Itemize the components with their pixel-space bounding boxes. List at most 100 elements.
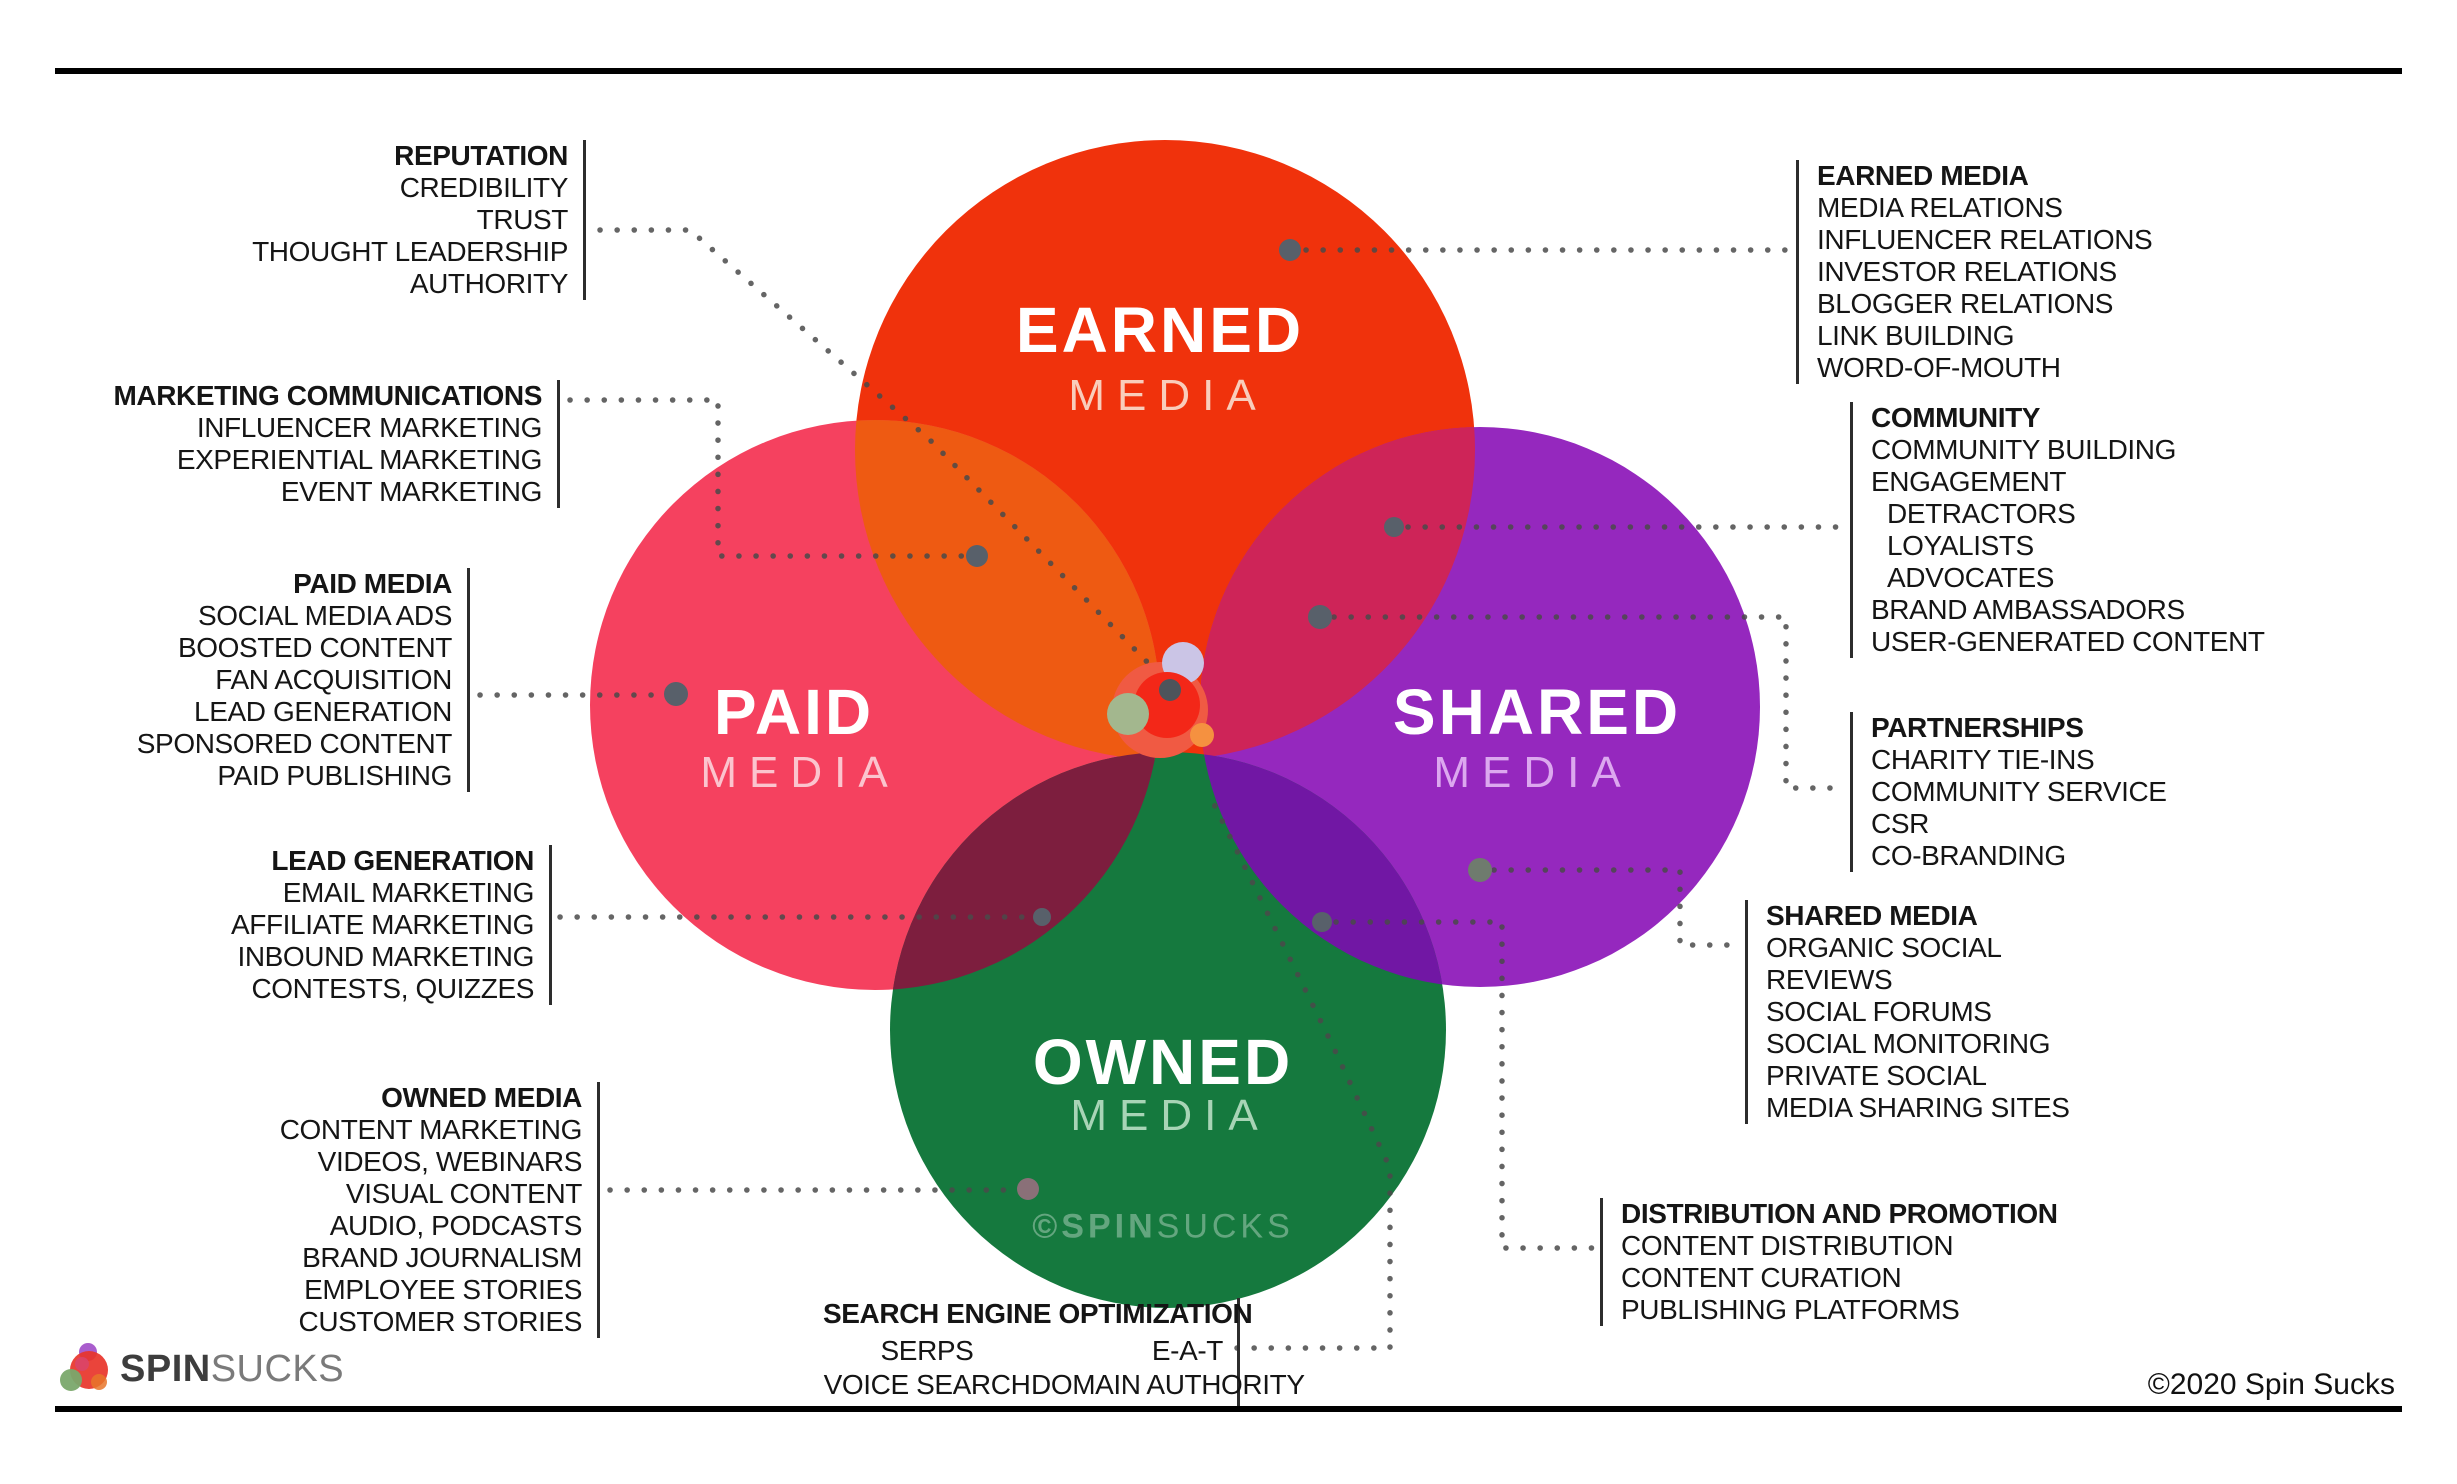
shared-circle-sublabel: MEDIA (1433, 748, 1633, 797)
center-grey-dot (1159, 679, 1181, 701)
list-item: SPONSORED CONTENT (136, 728, 453, 759)
center-orange-dot (1190, 723, 1214, 747)
list-item: SOCIAL MEDIA ADS (198, 600, 452, 631)
list-item: PAID PUBLISHING (217, 760, 452, 791)
copyright-text: ©2020 Spin Sucks (2147, 1368, 2395, 1401)
list-item: INFLUENCER MARKETING (196, 412, 543, 443)
block-title: SHARED MEDIA (1766, 900, 1978, 931)
list-item: BLOGGER RELATIONS (1817, 288, 2114, 319)
list-item: EVENT MARKETING (280, 476, 542, 507)
logo-text-light: SUCKS (210, 1347, 345, 1390)
spinsucks-logo: SPINSUCKS (58, 1340, 344, 1398)
marketing-communications-dot (966, 545, 988, 567)
center-sage-dot (1107, 693, 1149, 735)
block-title: MARKETING COMMUNICATIONS (113, 380, 542, 411)
marketing-communications-block: MARKETING COMMUNICATIONS INFLUENCER MARK… (113, 380, 560, 508)
list-item: AUDIO, PODCASTS (329, 1210, 583, 1241)
list-item: SOCIAL MONITORING (1766, 1028, 2051, 1059)
list-item: CONTESTS, QUIZZES (251, 973, 534, 1004)
distribution-promotion-block: DISTRIBUTION AND PROMOTION CONTENT DISTR… (1600, 1198, 2058, 1326)
owned-circle-label: OWNED (1032, 1026, 1294, 1098)
list-item: EMPLOYEE STORIES (304, 1274, 582, 1305)
lead-generation-dot (1033, 908, 1051, 926)
list-item: VISUAL CONTENT (345, 1178, 582, 1209)
list-item: THOUGHT LEADERSHIP (252, 236, 568, 267)
earned-paid-overlap (855, 420, 1160, 760)
list-item: VIDEOS, WEBINARS (317, 1146, 583, 1177)
list-item: PRIVATE SOCIAL (1766, 1060, 1987, 1091)
list-item: USER-GENERATED CONTENT (1871, 626, 2265, 657)
block-title: PARTNERSHIPS (1871, 712, 2084, 743)
block-title: SEARCH ENGINE OPTIMIZATION (823, 1298, 1253, 1329)
list-item: MEDIA RELATIONS (1817, 192, 2063, 223)
list-item: SOCIAL FORUMS (1766, 996, 1992, 1027)
shared-circle-label: SHARED (1392, 676, 1682, 748)
list-item: ADVOCATES (1887, 562, 2055, 593)
list-item: DOMAIN AUTHORITY (1031, 1369, 1305, 1400)
list-item: BOOSTED CONTENT (177, 632, 452, 663)
list-item: WORD-OF-MOUTH (1817, 352, 2061, 383)
list-item: INFLUENCER RELATIONS (1817, 224, 2153, 255)
partnerships-connector (1331, 614, 1847, 791)
list-item: DETRACTORS (1887, 498, 2076, 529)
list-item: CONTENT DISTRIBUTION (1621, 1230, 1954, 1261)
bottom-rule (55, 1406, 2402, 1412)
list-item: CONTENT CURATION (1621, 1262, 1902, 1293)
partnerships-dot (1308, 605, 1332, 629)
list-item: CO-BRANDING (1871, 840, 2066, 871)
list-item: E-A-T (1151, 1335, 1224, 1366)
list-item: COMMUNITY BUILDING (1871, 434, 2176, 465)
block-title: EARNED MEDIA (1817, 160, 2029, 191)
block-title: DISTRIBUTION AND PROMOTION (1621, 1198, 2058, 1229)
list-item: EMAIL MARKETING (282, 877, 535, 908)
block-title: OWNED MEDIA (381, 1082, 582, 1113)
list-item: CSR (1871, 808, 1929, 839)
list-item: BRAND AMBASSADORS (1871, 594, 2185, 625)
earned-circle-sublabel: MEDIA (1068, 371, 1268, 420)
list-item: VOICE SEARCH (823, 1369, 1031, 1400)
distribution-dot (1312, 912, 1332, 932)
list-item: CREDIBILITY (399, 172, 569, 203)
logo-text-bold: SPIN (120, 1347, 211, 1390)
paid-circle-label: PAID (713, 676, 875, 748)
owned-dot (1017, 1178, 1039, 1200)
list-item: CHARITY TIE-INS (1871, 744, 2095, 775)
spinsucks-logo-icon (60, 1343, 108, 1391)
list-item: AFFILIATE MARKETING (230, 909, 534, 940)
earned-circle-label: EARNED (1015, 294, 1305, 366)
seo-connector (1205, 789, 1393, 1351)
list-item: INBOUND MARKETING (237, 941, 534, 972)
logo-text: SPINSUCKS (120, 1348, 344, 1391)
list-item: MEDIA SHARING SITES (1766, 1092, 2070, 1123)
shared-list-connector (1491, 867, 1741, 948)
block-title: LEAD GENERATION (271, 845, 534, 876)
watermark-light: SUCKS (1156, 1207, 1294, 1246)
list-item: CUSTOMER STORIES (298, 1306, 583, 1337)
paid-circle-sublabel: MEDIA (700, 748, 900, 797)
earned-list-dot (1279, 239, 1301, 261)
block-title: PAID MEDIA (293, 568, 452, 599)
center-red-dot (1134, 672, 1200, 738)
owned-shared-overlap (1200, 752, 1446, 987)
list-item: FAN ACQUISITION (215, 664, 452, 695)
list-item: INVESTOR RELATIONS (1817, 256, 2117, 287)
